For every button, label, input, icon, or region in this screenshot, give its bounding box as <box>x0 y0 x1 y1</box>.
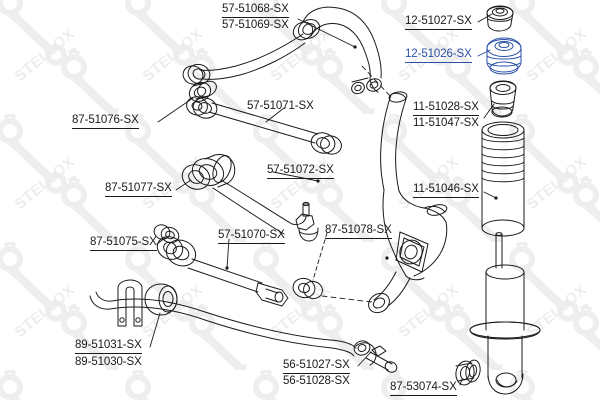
part-label-11-51046-sx[interactable]: 11-51046-SX <box>413 183 479 198</box>
part-label-56-51027-sx[interactable]: 56-51027-SX <box>283 359 350 374</box>
part-trailing-link <box>153 224 323 307</box>
part-label-56-51028-sx[interactable]: 56-51028-SX <box>283 375 350 387</box>
part-shock-absorber <box>469 232 541 395</box>
part-strut-nut-cap <box>486 5 514 32</box>
part-steering-knuckle <box>368 91 448 314</box>
part-label-11-51047-sx[interactable]: 11-51047-SX <box>413 117 479 129</box>
part-bump-stop <box>489 80 517 118</box>
part-stabilizer-link <box>353 340 398 373</box>
part-label-87-51076-sx[interactable]: 87-51076-SX <box>72 114 139 129</box>
part-lateral-link <box>186 80 342 155</box>
part-label-12-51027-sx[interactable]: 12-51027-SX <box>405 15 472 30</box>
part-shock-lower-bushing <box>455 359 481 386</box>
part-label-11-51028-sx[interactable]: 11-51028-SX <box>413 101 479 116</box>
part-stabilizer-bar <box>89 279 357 357</box>
part-label-12-51026-sx[interactable]: 12-51026-SX <box>405 48 472 63</box>
part-label-87-51077-sx[interactable]: 87-51077-SX <box>105 182 172 197</box>
leader-lines <box>149 13 497 386</box>
part-lower-control-arm <box>181 154 320 242</box>
part-label-89-51031-sx[interactable]: 89-51031-SX <box>75 339 142 354</box>
part-label-57-51069-sx[interactable]: 57-51069-SX <box>222 19 289 31</box>
part-label-87-51075-sx[interactable]: 87-51075-SX <box>90 236 157 251</box>
part-label-87-51078-sx[interactable]: 87-51078-SX <box>325 224 392 239</box>
part-label-57-51068-sx[interactable]: 57-51068-SX <box>222 3 289 18</box>
part-label-57-51070-sx[interactable]: 57-51070-SX <box>218 229 285 244</box>
part-strut-mount-highlighted <box>486 37 522 75</box>
part-label-57-51072-sx[interactable]: 57-51072-SX <box>267 164 334 179</box>
part-label-57-51071-sx[interactable]: 57-51071-SX <box>247 100 314 112</box>
part-label-89-51030-sx[interactable]: 89-51030-SX <box>75 356 142 368</box>
part-label-87-53074-sx[interactable]: 87-53074-SX <box>390 381 457 396</box>
